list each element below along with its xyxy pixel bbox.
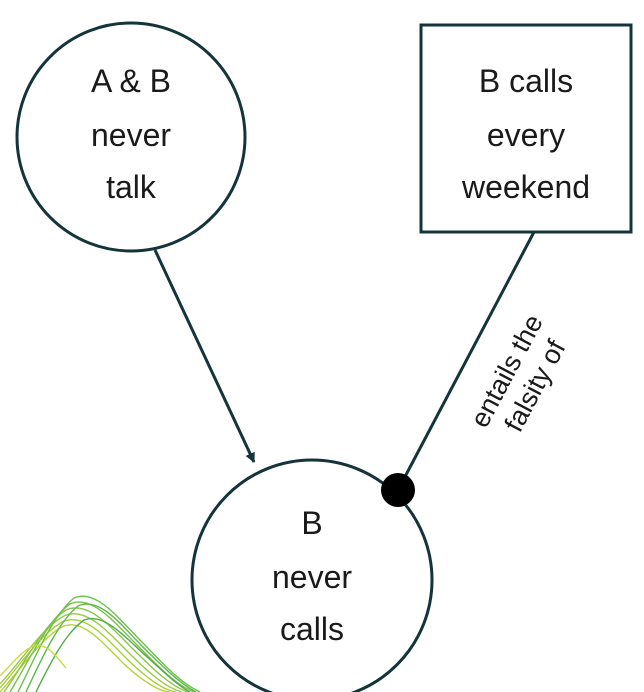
node-b-never-calls: B never calls: [190, 458, 434, 692]
node-a-and-b-never-talk-line3: talk: [106, 169, 157, 205]
green-wave-lines-icon: [0, 595, 201, 692]
attack-edge: [396, 231, 536, 491]
node-a-and-b-never-talk-line1: A & B: [91, 63, 171, 99]
node-b-never-calls-line1: B: [301, 505, 322, 541]
node-b-calls-every-weekend-line2: every: [487, 117, 565, 153]
node-b-never-calls-line2: never: [272, 559, 352, 595]
attack-dot-marker: [381, 473, 415, 507]
node-b-calls-every-weekend-line3: weekend: [461, 169, 590, 205]
support-edge: [153, 249, 256, 463]
node-a-and-b-never-talk: A & B never talk: [15, 21, 247, 253]
node-b-calls-every-weekend-line1: B calls: [479, 63, 573, 99]
node-b-calls-every-weekend: B calls every weekend: [419, 23, 633, 234]
node-b-never-calls-line3: calls: [280, 611, 344, 647]
node-a-and-b-never-talk-line2: never: [91, 117, 171, 153]
